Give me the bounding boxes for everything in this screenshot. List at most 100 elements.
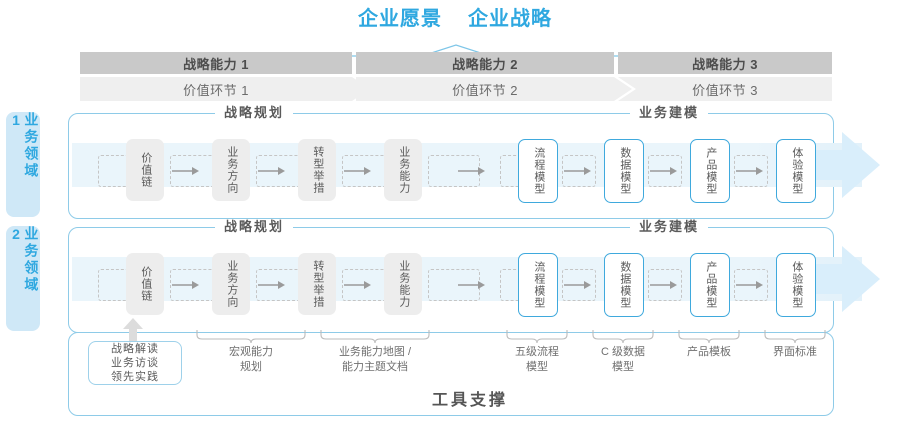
section-title-strategy-planning-2: 战略规划 [215, 219, 294, 235]
strategy-input-line-3: 领先实践 [111, 371, 159, 384]
flow-arrow-right-icon-2 [790, 246, 880, 312]
value-chain-label-3[interactable]: 价值环节 3 [692, 82, 758, 98]
node-label: 转型举措 [311, 260, 324, 308]
tool-label-text: 产品模板 [687, 346, 731, 358]
mini-arrow-icon-r1-4 [458, 167, 485, 175]
section-title-business-modeling-2: 业务建模 [630, 219, 709, 235]
mini-arrow-icon-r1-1 [172, 167, 199, 175]
mini-arrow-icon-r1-2 [258, 167, 285, 175]
node-row2-transformation-initiative[interactable]: 转型举措 [298, 253, 336, 315]
tool-support-title: 工具支撑 [431, 392, 508, 409]
node-label: 产品模型 [704, 147, 717, 195]
mini-arrow-icon-r2-3 [344, 281, 371, 289]
node-label: 业务方向 [225, 260, 238, 308]
node-label: 流程模型 [532, 147, 545, 195]
node-label: 产品模型 [704, 261, 717, 309]
node-row2-experience-model[interactable]: 体验模型 [776, 253, 816, 317]
capability-bar-3[interactable]: 战略能力 3 [618, 52, 832, 74]
node-row2-business-direction[interactable]: 业务方向 [212, 253, 250, 315]
value-chain-chevron-row [80, 77, 832, 101]
mini-arrow-icon-r2-6 [650, 281, 677, 289]
node-row1-process-model[interactable]: 流程模型 [518, 139, 558, 203]
node-row2-product-model[interactable]: 产品模型 [690, 253, 730, 317]
node-row2-data-model[interactable]: 数据模型 [604, 253, 644, 317]
value-chain-label-2[interactable]: 价值环节 2 [452, 82, 518, 98]
value-chain-label-1[interactable]: 价值环节 1 [183, 82, 249, 98]
tool-label-process-model: 五级流程模型 [497, 345, 577, 375]
node-row1-data-model[interactable]: 数据模型 [604, 139, 644, 203]
node-label: 价值链 [139, 266, 152, 302]
tool-label-text: 宏观能力规划 [229, 346, 273, 373]
mini-arrow-icon-r1-3 [344, 167, 371, 175]
node-label: 体验模型 [790, 147, 803, 195]
mini-arrow-icon-r2-2 [258, 281, 285, 289]
mini-arrow-icon-r2-1 [172, 281, 199, 289]
strategy-input-line-1: 战略解读 [111, 342, 159, 355]
input-arrow-up-icon [123, 318, 143, 344]
mini-arrow-icon-r1-6 [650, 167, 677, 175]
node-label: 价值链 [139, 152, 152, 188]
brace-data-model [592, 330, 654, 344]
placeholder-dashed-1i [734, 155, 768, 187]
sidebar-domain-2-label: 业务领域 2 [8, 226, 40, 294]
tool-label-text: 五级流程模型 [515, 346, 559, 373]
node-row1-experience-model[interactable]: 体验模型 [776, 139, 816, 203]
domain-1-flow-strip [72, 143, 862, 187]
title-enterprise-vision: 企业愿景 [358, 8, 442, 30]
page-title: 企业愿景 企业战略 [0, 4, 910, 34]
brace-ui-standard [764, 330, 826, 344]
node-label: 数据模型 [618, 261, 631, 309]
tool-label-product-template: 产品模板 [669, 345, 749, 360]
placeholder-dashed-1g [562, 155, 596, 187]
node-label: 转型举措 [311, 146, 324, 194]
placeholder-dashed-2h [648, 269, 682, 301]
mini-arrow-icon-r1-7 [736, 167, 763, 175]
title-enterprise-strategy: 企业战略 [468, 8, 552, 30]
sidebar-domain-1-label: 业务领域 1 [8, 112, 40, 180]
tool-label-data-model: C 级数据模型 [583, 345, 663, 375]
section-title-business-modeling-1: 业务建模 [630, 105, 709, 121]
node-row2-process-model[interactable]: 流程模型 [518, 253, 558, 317]
tool-label-macro-capability: 宏观能力规划 [201, 345, 301, 375]
brace-product-template [678, 330, 740, 344]
tool-label-ui-standard: 界面标准 [755, 345, 835, 360]
sidebar-domain-2[interactable]: 业务领域 2 [6, 226, 40, 331]
brace-macro-capability [196, 330, 306, 344]
node-row1-business-direction[interactable]: 业务方向 [212, 139, 250, 201]
strategy-input-line-2: 业务访谈 [111, 356, 159, 369]
node-row2-value-chain[interactable]: 价值链 [126, 253, 164, 315]
node-row2-business-capability[interactable]: 业务能力 [384, 253, 422, 315]
tool-label-capability-map: 业务能力地图 /能力主题文档 [325, 345, 425, 375]
flow-arrow-right-icon-1 [790, 132, 880, 198]
mini-arrow-icon-r2-4 [458, 281, 485, 289]
node-label: 业务能力 [397, 260, 410, 308]
capability-bar-1[interactable]: 战略能力 1 [80, 52, 352, 74]
domain-2-flow-strip [72, 257, 862, 301]
mini-arrow-icon-r2-5 [564, 281, 591, 289]
tool-label-text: 业务能力地图 /能力主题文档 [338, 346, 412, 373]
node-row1-business-capability[interactable]: 业务能力 [384, 139, 422, 201]
brace-capability-map [320, 330, 430, 344]
capability-bar-2[interactable]: 战略能力 2 [356, 52, 614, 74]
node-row1-value-chain[interactable]: 价值链 [126, 139, 164, 201]
placeholder-dashed-2i [734, 269, 768, 301]
node-row1-product-model[interactable]: 产品模型 [690, 139, 730, 203]
section-title-strategy-planning-1: 战略规划 [215, 105, 294, 121]
node-label: 体验模型 [790, 261, 803, 309]
node-label: 业务方向 [225, 146, 238, 194]
tool-support-top-mask [80, 333, 820, 381]
brace-process-model [506, 330, 568, 344]
sidebar-domain-1[interactable]: 业务领域 1 [6, 112, 40, 217]
node-label: 业务能力 [397, 146, 410, 194]
node-label: 流程模型 [532, 261, 545, 309]
strategy-input-lines: 战略解读 业务访谈 领先实践 [111, 342, 159, 385]
mini-arrow-icon-r1-5 [564, 167, 591, 175]
node-label: 数据模型 [618, 147, 631, 195]
tool-label-text: 界面标准 [773, 346, 817, 358]
tool-label-text: C 级数据模型 [601, 346, 645, 373]
tool-support-container [68, 332, 834, 416]
mini-arrow-icon-r2-7 [736, 281, 763, 289]
strategy-input-box[interactable]: 战略解读 业务访谈 领先实践 [88, 341, 182, 385]
node-row1-transformation-initiative[interactable]: 转型举措 [298, 139, 336, 201]
placeholder-dashed-2g [562, 269, 596, 301]
